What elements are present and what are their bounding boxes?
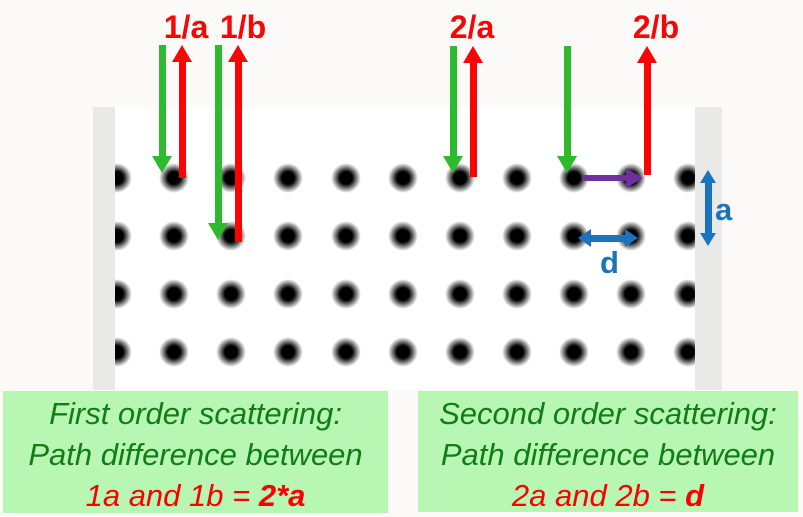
lattice-atom [214,277,248,311]
lattice-atom [329,335,363,369]
lattice-atom [500,277,534,311]
lattice-atom [271,161,305,195]
beam-label-2b: 2/b [632,9,680,45]
beam-label-1a: 1/a [163,9,209,45]
arrow-head-down-icon [557,156,577,173]
beam-2b-scattered-arrow [637,46,657,175]
row-spacing-label: a [715,192,733,227]
lattice-atom [386,277,420,311]
lattice-atom [271,335,305,369]
arrow-shaft [234,60,242,242]
arrow-head-up-icon [463,46,483,63]
arrow-head-down-icon [700,233,716,246]
lattice-atom [443,277,477,311]
caption-line-1: First order scattering: [49,396,342,431]
arrow-shaft [563,46,571,158]
arrow-head-up-icon [637,46,657,63]
beam-2b-incident-arrow [557,46,577,173]
beam-1a-scattered-arrow [172,45,192,178]
lattice-atom [443,335,477,369]
arrow-shaft [704,181,712,235]
lattice-atom [500,161,534,195]
arrow-head-up-icon [228,45,248,62]
lattice-atom [386,161,420,195]
caption-result: 1a and 1b = 2*a [3,475,388,516]
row-spacing-arrow [699,170,717,246]
caption-line-1: Second order scattering: [439,396,777,431]
lattice-atom [271,219,305,253]
lattice-atom [557,277,591,311]
caption-result: 2a and 2b = d [418,475,798,516]
arrow-head-down-icon [208,223,228,240]
arrow-head-right-icon [626,168,643,188]
first-order-caption: First order scattering: Path difference … [3,391,388,513]
lattice-atom [329,161,363,195]
caption-result-prefix: 2a and 2b = [511,478,686,513]
arrow-head-down-icon [152,156,172,173]
lattice-atom [271,277,305,311]
lattice-atom [614,335,648,369]
arrow-shaft [643,61,651,175]
caption-result-value: 2*a [258,478,306,513]
column-spacing-arrow [578,228,638,248]
beam-label-1b: 1/b [219,9,267,45]
lattice-atom [386,219,420,253]
arrow-shaft [583,175,628,181]
arrow-head-right-icon [625,229,638,247]
lattice-atom [557,335,591,369]
column-spacing-label: d [600,245,619,280]
beam-1a-incident-arrow [152,45,172,173]
arrow-shaft [589,234,627,242]
caption-result-prefix: 1a and 1b = [85,478,259,513]
lattice-atom [157,335,191,369]
lattice-atom [157,277,191,311]
lattice-atom [386,335,420,369]
arrow-head-left-icon [578,229,591,247]
beam-1b-scattered-arrow [228,45,248,242]
left-wall [93,107,115,390]
beam-label-2a: 2/a [449,9,495,45]
lattice-atom [157,219,191,253]
lattice-atom [329,219,363,253]
arrow-shaft [214,45,222,225]
arrow-head-down-icon [443,156,463,173]
arrow-shaft [158,45,166,158]
beam-2a-incident-arrow [443,46,463,173]
lattice-atom [214,335,248,369]
path-shift-arrow [583,167,643,189]
beam-1b-incident-arrow [208,45,228,240]
lattice-atom [500,335,534,369]
arrow-shaft [178,60,186,178]
arrow-shaft [449,46,457,158]
arrow-head-up-icon [700,170,716,183]
second-order-caption: Second order scattering: Path difference… [418,391,798,513]
caption-line-2: Path difference between [440,437,776,472]
lattice-atom [500,219,534,253]
lattice-atom [614,277,648,311]
right-wall [695,107,722,390]
lattice-atom [329,277,363,311]
lattice-atom [443,219,477,253]
caption-result-value: d [685,478,705,513]
caption-line-2: Path difference between [28,437,363,472]
arrow-shaft [469,61,477,177]
beam-2a-scattered-arrow [463,46,483,177]
arrow-head-up-icon [172,45,192,62]
